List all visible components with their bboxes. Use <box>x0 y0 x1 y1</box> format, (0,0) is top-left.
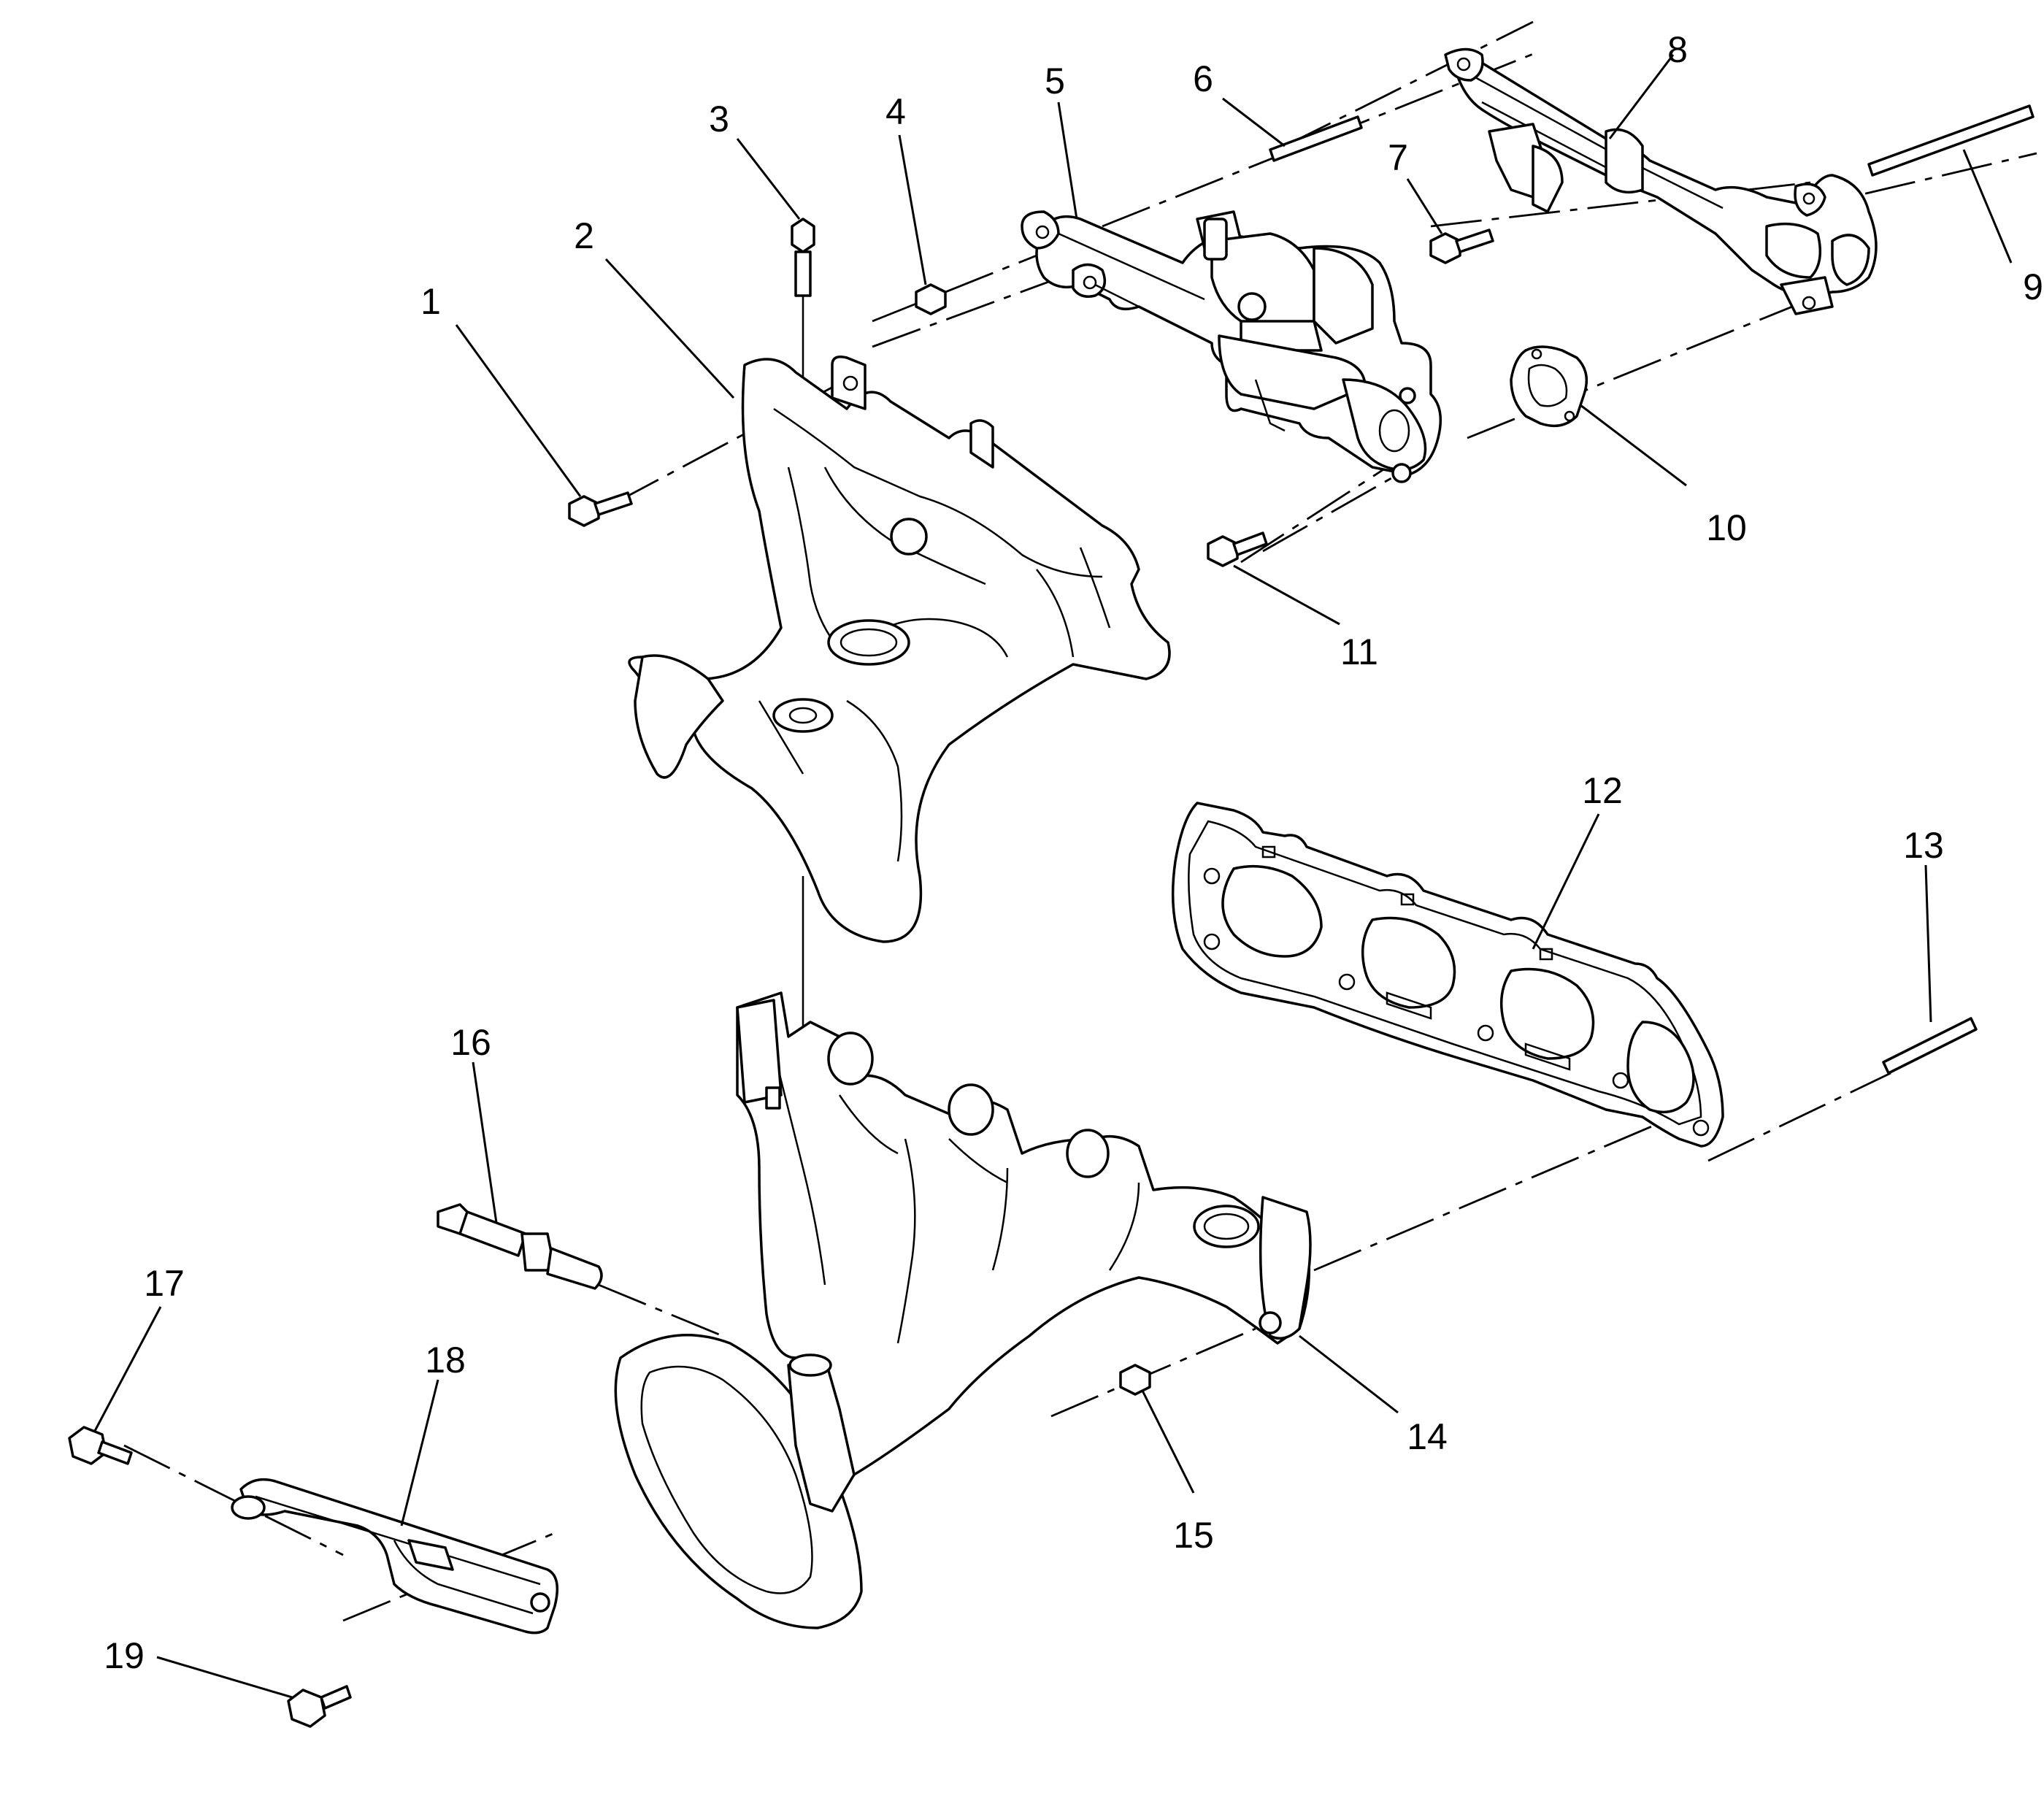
leader-15 <box>1141 1390 1195 1494</box>
leader-3 <box>736 138 801 220</box>
callout-1: 1 <box>420 281 441 322</box>
leader-13 <box>1924 864 1932 1023</box>
leader-6 <box>1222 97 1286 147</box>
bolt-7 <box>1429 228 1494 264</box>
leader-1 <box>455 324 582 497</box>
bolt-19 <box>287 1685 352 1728</box>
nut-15 <box>1119 1364 1151 1396</box>
callout-16: 16 <box>450 1022 491 1063</box>
bolt-17 <box>68 1426 133 1465</box>
callout-4: 4 <box>885 91 906 132</box>
callout-15: 15 <box>1173 1515 1214 1556</box>
leader-2 <box>604 258 735 399</box>
callout-2: 2 <box>574 215 594 256</box>
bolt-11 <box>1207 531 1268 567</box>
leader-4 <box>898 134 927 285</box>
callout-7: 7 <box>1388 137 1408 178</box>
leader-17 <box>93 1306 162 1432</box>
callout-12: 12 <box>1582 770 1623 811</box>
leader-19 <box>156 1656 293 1699</box>
callouts: 1 2 3 4 5 6 7 8 9 10 11 12 13 14 15 16 1… <box>104 29 2043 1676</box>
callout-17: 17 <box>144 1263 185 1304</box>
leader-8 <box>1608 54 1675 139</box>
bolt-3 <box>791 218 815 297</box>
callout-9: 9 <box>2023 266 2043 307</box>
callout-10: 10 <box>1706 507 1747 548</box>
nut-4 <box>915 283 947 315</box>
callout-13: 13 <box>1903 825 1944 866</box>
leader-11 <box>1233 564 1340 626</box>
leader-5 <box>1057 101 1078 220</box>
leader-18 <box>400 1379 439 1526</box>
callout-19: 19 <box>104 1635 145 1676</box>
stud-13 <box>1882 1017 1978 1075</box>
oxygen-sensor <box>437 1203 603 1290</box>
egr-pipe <box>1444 47 1878 315</box>
egr-valve <box>1021 210 1442 483</box>
leader-9 <box>1962 149 2013 264</box>
leader-16 <box>472 1061 498 1224</box>
callout-18: 18 <box>425 1340 466 1380</box>
leader-14 <box>1299 1334 1399 1414</box>
exhaust-manifold <box>614 991 1312 1629</box>
fasteners <box>68 104 2035 1728</box>
upper-heat-shield <box>628 356 1171 943</box>
exhaust-manifold-gasket <box>1171 802 1724 1148</box>
bolt-1 <box>568 491 633 527</box>
callout-3: 3 <box>709 99 729 139</box>
stud-6 <box>1269 115 1363 162</box>
leader-10 <box>1580 404 1687 487</box>
leader-lines <box>93 54 2013 1699</box>
leader-7 <box>1406 178 1443 234</box>
callout-14: 14 <box>1407 1416 1448 1457</box>
callout-11: 11 <box>1340 631 1378 672</box>
lower-heat-shield <box>231 1478 559 1635</box>
egr-gasket <box>1510 345 1588 428</box>
callout-6: 6 <box>1193 58 1213 99</box>
callout-5: 5 <box>1045 61 1065 101</box>
callout-8: 8 <box>1667 29 1688 70</box>
stud-9 <box>1867 104 2035 177</box>
leader-12 <box>1532 813 1600 950</box>
